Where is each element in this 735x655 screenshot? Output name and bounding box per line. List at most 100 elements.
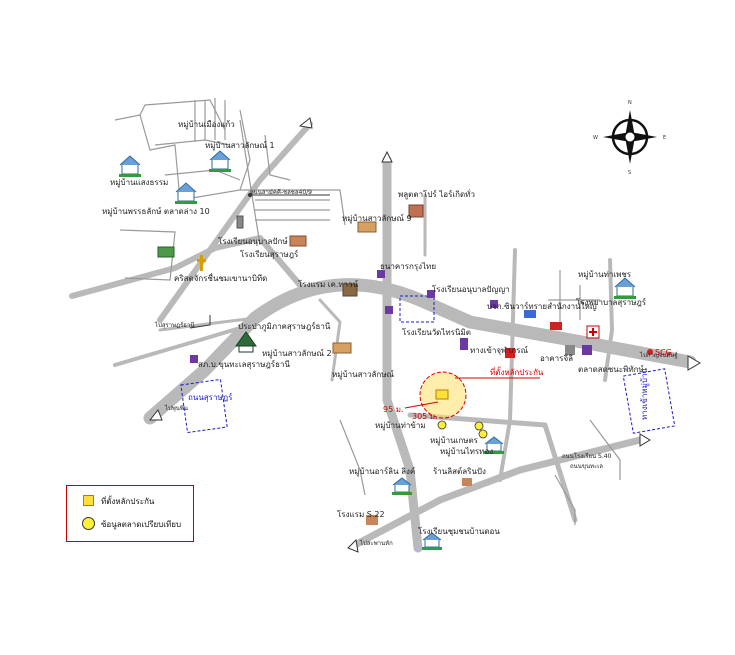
label-shop: ร้านลิสต์ลรินปัง [433,467,486,476]
comparison-marker [478,429,488,439]
street-grid-line [255,199,330,221]
building-icon [342,283,358,297]
label-village-chomphu: หมู่บ้านไทรทอง [440,447,494,456]
label-rice: อาคารจีลี [540,354,574,363]
label-police-station: สภ.บ.ขุนทะเลสุราษฎร์ธานี [198,360,290,369]
legend-comparison-label: ซ้อนูลตลาดเปรียบเทียบ [101,520,182,529]
building-icon [505,348,515,358]
distance-line [404,401,439,409]
road-southeast [407,412,578,523]
street-grid-line [194,98,226,142]
road-right-vertical [498,248,517,482]
label-village-sao-lak-1: หมู่บ้านสาวลักษณ์ 1 [205,141,275,150]
road-pointer-line [189,315,211,329]
building-icon [289,235,307,247]
building-icon [427,290,435,298]
label-wat: ทางเข้าจุฬาภรณ์ [470,346,529,355]
label-dist-95: 95 ม. [383,405,404,414]
comparison-marker [437,420,447,430]
label-dist-305: 305 ม. [412,412,438,421]
label-office-scg: โรงพยาบาลสุราษฎร์ [576,298,647,307]
building-icon [490,300,498,308]
label-road-rotfai-40: ถนนสามัคคี-ชลชล40/9 [250,189,312,196]
label-box-right: ทางเข้าหมู่บ้าน [640,368,649,420]
village-house-icon [422,532,442,550]
street-grid-line [264,134,291,181]
map-legend: ที่ตั้งหลักประกัน ซ้อนูลตลาดเปรียบเทียบ [66,485,194,542]
street-grid-line [240,189,346,226]
street-grid-line [179,109,251,201]
building-icon [462,478,472,486]
village-house-icon [119,155,141,177]
dashed-area-box-center [399,295,435,323]
label-church: คริสตจักรชื่นชมเขานาบิทีด [174,274,268,283]
label-to-khun-talay: ไปสุราษฎร์ธานี [155,322,195,329]
site-marker-icon [435,389,449,400]
building-icon [157,246,175,258]
scg-logo [647,349,653,355]
road-north [157,121,313,323]
label-village-sao-lak: หมู่บ้านสาวลักษณ์ [332,370,394,379]
dashed-area-boxes [180,295,676,434]
building-icon [460,338,468,350]
label-village-kaset: หมู่บ้านเกษตร [430,436,478,445]
building-icon [524,310,536,318]
label-school-wat: โรงเรียนชุมชนบ้านดอน [418,527,500,536]
label-hotel-s22: โรงแรม S.22 [337,510,385,519]
legend-site-marker-icon [83,495,94,506]
label-school-kindergarten: โรงเรียนอนุบาลปักษ์ [218,237,288,246]
site-location [404,371,540,419]
arrow-northeast-icon [298,117,313,129]
building-icon [357,221,377,233]
building-icon [366,515,378,525]
village-icons [119,150,636,550]
comparison-markers [437,420,488,439]
label-box-lower-left: ถนนสุราษฎร์ [188,393,233,402]
dashed-area-box-right [622,368,676,434]
building-icon [408,204,424,218]
compass-rose [603,110,657,164]
building-icons [157,204,592,525]
label-village-tha-kham: หมู่บ้านท่าข้าม [375,421,426,430]
label-village-sao-lak-2: หมู่บ้านสาวลักษณ์ 2 [262,349,332,358]
label-to-surat-right: ไปกาญจนดิษฐ์ [640,352,678,359]
roads [69,121,697,553]
road-pier [318,298,342,382]
label-school-surat: โรงเรียนสุราษฎร์ [240,250,299,259]
compass-east-label: E [663,135,667,141]
legend-comparison-marker-icon [82,517,95,530]
village-house-icon [175,182,197,204]
label-bank: ธนาคารกรุงไทย [380,262,437,271]
comparison-marker [474,421,484,431]
street-grid-line [114,114,181,201]
street-grid-line [239,119,261,246]
label-health-center: บจก.ซินวาร์ทรายสำนักงานใหญ่ [487,302,597,311]
building-icon [377,270,385,278]
building-icon [236,215,244,229]
road-left-mid [158,316,257,332]
arrow-north-icon [381,150,393,163]
label-site-tag: ที่ตั้งหลักประกัน [490,368,544,377]
compass-north-label: N [628,100,632,106]
label-to-lower: ไปสะพานหัก [360,540,393,547]
village-house-icon [209,150,231,172]
building-icon [565,345,575,355]
label-water-supply: ประปาภูมิภาคสุราษฎร์ธานี [238,322,331,331]
building-icon [190,355,198,363]
street-grid-line [339,419,366,496]
village-house-icon [484,436,504,454]
road-far-right [603,258,614,382]
label-road-khun-talay: ถนนขุนทะเล [570,463,603,470]
legend-site-label: ที่ตั้งหลักประกัน [101,497,155,506]
arrow-southwest-icon [347,538,359,553]
road-vertical [382,155,423,553]
label-school-anuban: โรงเรียนอนุบาลปัญญา [432,285,510,294]
label-hotel: โรงแรม เค.ทาวน์ [298,280,359,289]
label-village-phetch: หมู่บ้านอาร์ลิน ลิงค์ [349,467,416,476]
building-icon [550,322,562,330]
label-village-saengtham: หมู่บ้านแสงธรรม [110,178,169,187]
street-grid-line [139,99,226,131]
village-house-icon [614,277,636,299]
label-scg: SCG [655,348,672,357]
building-icon [332,342,352,354]
